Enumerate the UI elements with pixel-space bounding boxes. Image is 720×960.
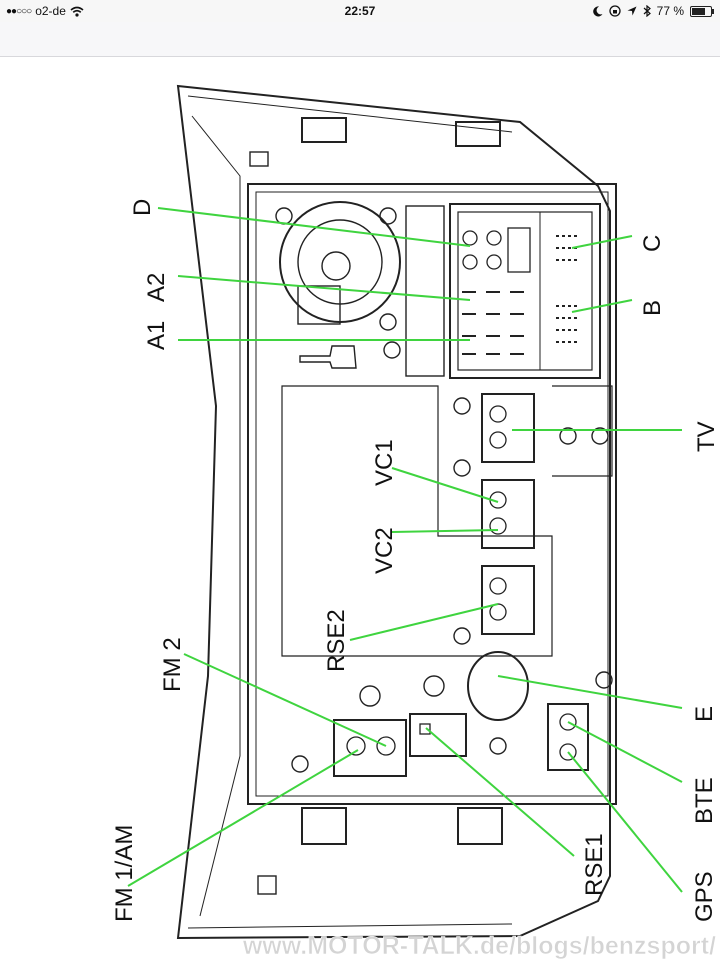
label-b: B (639, 300, 666, 316)
label-a2: A2 (143, 273, 170, 302)
leader-line-e (497, 675, 683, 709)
signal-dots-icon: ●●○○○ (6, 5, 32, 17)
radio-connector-diagram: D A2 A1 C B TV VC1 VC2 RSE2 FM 2 FM 1/AM… (111, 84, 720, 960)
unit-drawing (176, 84, 617, 940)
leader-line-bte (567, 721, 683, 783)
label-fm1am: FM 1/AM (111, 825, 138, 922)
status-left: ●●○○○ o2-de (6, 4, 84, 18)
battery-icon (690, 5, 714, 17)
label-gps: GPS (691, 871, 718, 922)
label-a1: A1 (143, 321, 170, 350)
leader-line-vc1 (391, 467, 499, 503)
leader-line-gps (567, 751, 683, 893)
status-time: 22:57 (344, 4, 376, 18)
leader-lines (127, 207, 683, 893)
label-rse1: RSE1 (581, 833, 608, 896)
label-tv: TV (693, 421, 720, 452)
leader-line-fm1am (127, 749, 359, 887)
label-bte: BTE (691, 777, 718, 824)
moon-icon (592, 5, 603, 16)
leader-line-a2 (177, 275, 471, 301)
leader-line-vc2 (391, 529, 499, 533)
watermark: www.MOTOR-TALK.de/blogs/benzsport/ (242, 932, 716, 960)
connector-pins (346, 227, 577, 761)
label-vc2: VC2 (371, 527, 398, 574)
carrier-name: o2-de (35, 4, 66, 18)
leader-line-b (571, 299, 633, 313)
connector-labels: D A2 A1 C B TV VC1 VC2 RSE2 FM 2 FM 1/AM… (111, 199, 720, 922)
location-icon (627, 6, 637, 16)
connector-grid (462, 235, 580, 355)
lock-rotation-icon (608, 5, 621, 17)
leader-line-fm2 (183, 653, 387, 747)
leader-line-rse1 (425, 727, 575, 857)
navigation-bar (0, 22, 720, 57)
wifi-icon (70, 6, 84, 17)
label-e: E (691, 706, 718, 722)
label-rse2: RSE2 (323, 609, 350, 672)
bluetooth-icon (643, 5, 651, 17)
battery-percent: 77 % (656, 4, 684, 18)
label-vc1: VC1 (371, 439, 398, 486)
label-fm2: FM 2 (159, 637, 186, 692)
leader-line-d (157, 207, 471, 247)
status-right: 77 % (592, 4, 714, 18)
label-d: D (129, 199, 156, 216)
label-c: C (639, 235, 666, 252)
battery-fill (692, 7, 705, 15)
leader-line-c (571, 235, 633, 249)
status-bar: ●●○○○ o2-de 22:57 77 % (0, 0, 720, 22)
leader-line-rse2 (349, 603, 499, 641)
